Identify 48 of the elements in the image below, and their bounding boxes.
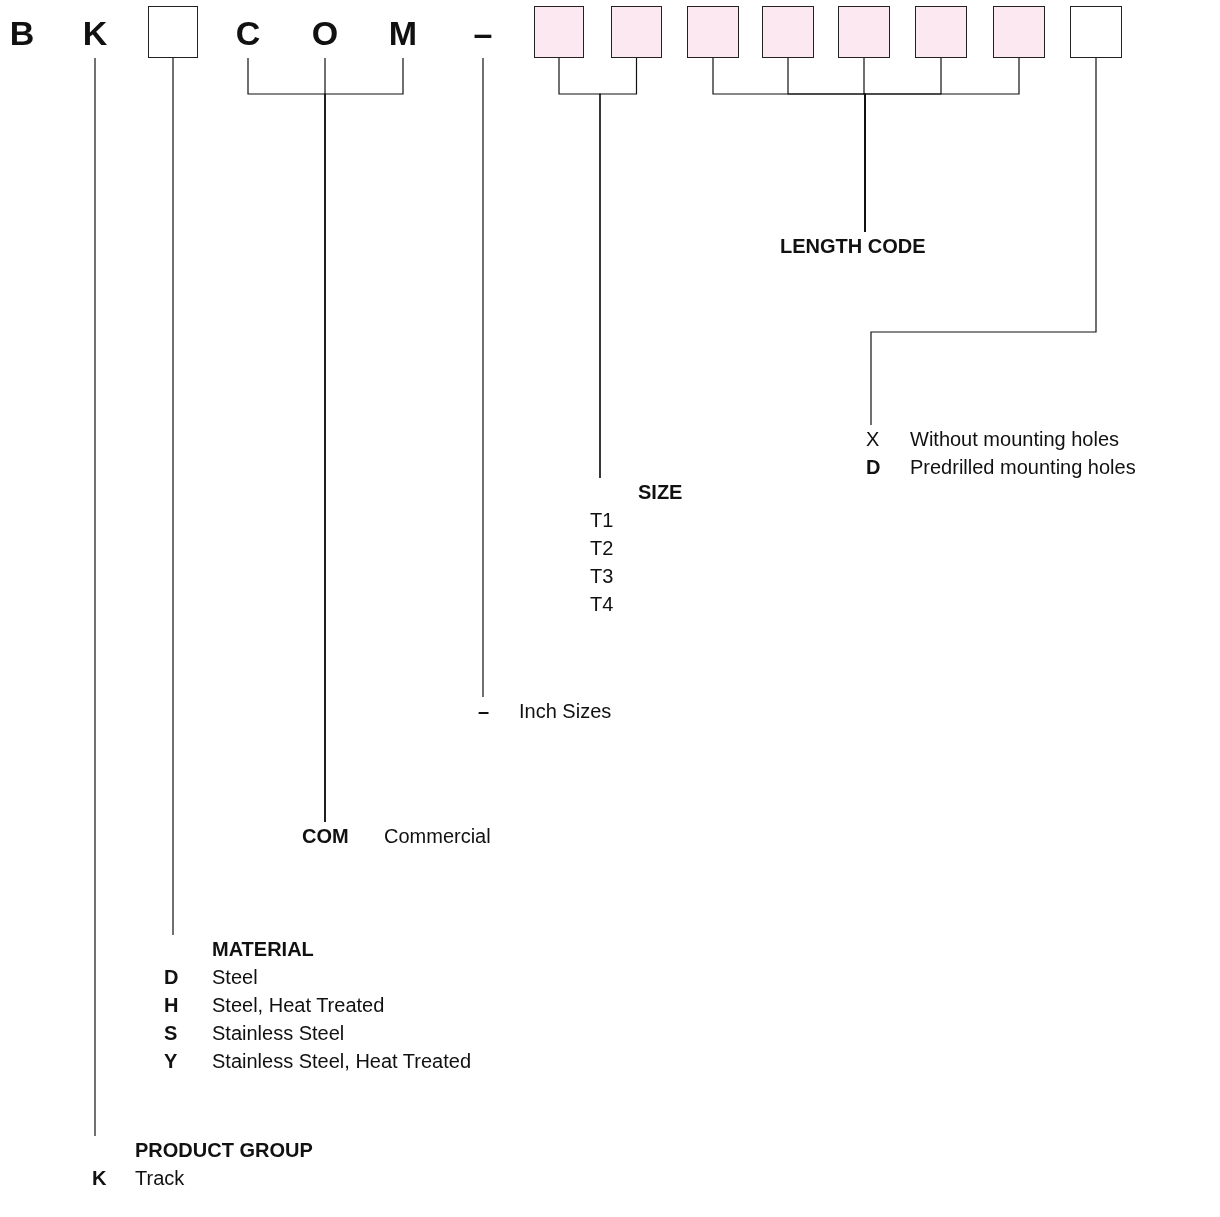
- leader-line: [482, 57, 484, 698]
- leader-line: [172, 57, 174, 936]
- option-description: Track: [135, 1166, 185, 1191]
- option-code: Y: [164, 1050, 178, 1072]
- option-code: K: [92, 1167, 107, 1189]
- code-letter: O: [305, 8, 345, 58]
- option-description: Steel: [212, 965, 258, 990]
- option-code: T1: [589, 509, 614, 531]
- code-box: [762, 6, 814, 58]
- option-description: Stainless Steel: [212, 1021, 345, 1046]
- option-code: T4: [589, 593, 614, 615]
- leader-line: [324, 57, 404, 823]
- code-box: [1070, 6, 1122, 58]
- leader-line: [870, 57, 1097, 426]
- option-code: T3: [589, 565, 614, 587]
- code-box: [838, 6, 890, 58]
- option-code: T2: [589, 537, 614, 559]
- option-code: D: [164, 966, 179, 988]
- option-description: Steel, Heat Treated: [212, 993, 385, 1018]
- group-heading: SIZE: [637, 480, 683, 505]
- option-code: S: [164, 1022, 178, 1044]
- code-letter: M: [383, 8, 423, 58]
- option-description: Inch Sizes: [519, 699, 612, 724]
- leader-line: [599, 57, 638, 479]
- option-code: –: [478, 700, 490, 722]
- option-description: Predrilled mounting holes: [910, 455, 1136, 480]
- leader-line: [94, 57, 96, 1137]
- code-box: [915, 6, 967, 58]
- group-heading: MATERIAL: [211, 937, 315, 962]
- group-heading: LENGTH CODE: [780, 234, 926, 259]
- option-code: D: [866, 456, 881, 478]
- option-description: Stainless Steel, Heat Treated: [212, 1049, 472, 1074]
- code-letter: –: [463, 8, 503, 58]
- code-box: [993, 6, 1045, 58]
- code-box: [148, 6, 198, 58]
- code-box: [534, 6, 584, 58]
- option-code: H: [164, 994, 179, 1016]
- code-letter: C: [228, 8, 268, 58]
- code-box: [687, 6, 739, 58]
- code-letter: B: [2, 8, 42, 58]
- option-description: Commercial: [384, 824, 491, 849]
- option-code: X: [866, 428, 880, 450]
- code-box: [611, 6, 662, 58]
- option-description: Without mounting holes: [910, 427, 1119, 452]
- group-heading: PRODUCT GROUP: [134, 1138, 313, 1163]
- code-letter: K: [75, 8, 115, 58]
- option-code: COM: [302, 825, 349, 847]
- leader-line: [864, 57, 1020, 233]
